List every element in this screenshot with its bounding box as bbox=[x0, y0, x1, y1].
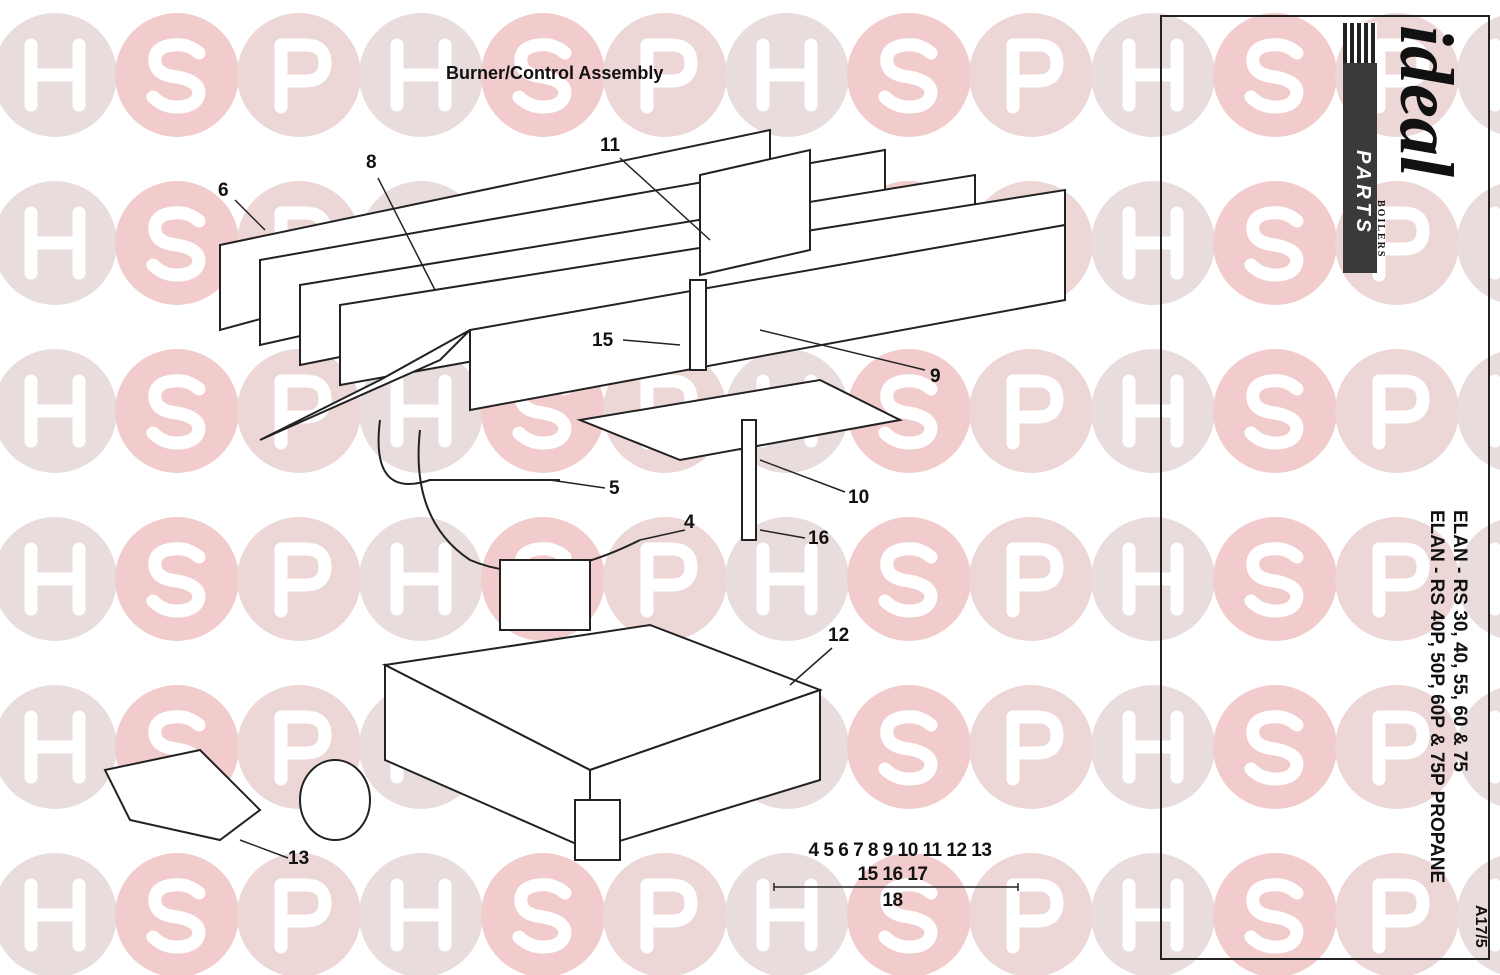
watermark-p bbox=[969, 349, 1093, 473]
watermark-s bbox=[847, 685, 971, 809]
logo-parts-bar bbox=[1343, 23, 1377, 273]
model-line-1: ELAN - RS 30, 40, 55, 60 & 75 bbox=[1449, 510, 1470, 772]
watermark-s bbox=[847, 853, 971, 975]
callout-5[interactable]: 5 bbox=[609, 478, 620, 499]
watermark-h bbox=[0, 13, 117, 137]
watermark-s bbox=[1213, 181, 1337, 305]
watermark-h bbox=[1091, 517, 1215, 641]
watermark-s bbox=[847, 13, 971, 137]
watermark-p bbox=[1335, 349, 1459, 473]
watermark-h bbox=[725, 13, 849, 137]
logo-boilers: BOILERS bbox=[1375, 200, 1386, 259]
callout-12[interactable]: 12 bbox=[828, 625, 850, 646]
drawing-reference: A17/5 bbox=[1472, 905, 1489, 948]
watermark-s bbox=[1213, 13, 1337, 137]
title-block bbox=[1160, 15, 1490, 960]
callout-9[interactable]: 9 bbox=[930, 366, 941, 387]
watermark-p bbox=[969, 853, 1093, 975]
watermark-h bbox=[359, 517, 483, 641]
watermark-s bbox=[115, 349, 239, 473]
watermark-s bbox=[115, 13, 239, 137]
watermark-p bbox=[969, 13, 1093, 137]
legend-row-2: 15 16 17 bbox=[857, 864, 928, 885]
callout-8[interactable]: 8 bbox=[366, 152, 377, 173]
valve-plug bbox=[574, 799, 621, 861]
watermark-p bbox=[603, 853, 727, 975]
watermark-h bbox=[1091, 685, 1215, 809]
watermark-s bbox=[115, 853, 239, 975]
watermark-p bbox=[1335, 517, 1459, 641]
watermark-h bbox=[1091, 349, 1215, 473]
watermark-p bbox=[237, 853, 361, 975]
watermark-h bbox=[1091, 181, 1215, 305]
pilot-bracket bbox=[576, 378, 904, 462]
valve-inlet bbox=[299, 759, 371, 841]
watermark-s bbox=[1213, 349, 1337, 473]
leader-lines bbox=[234, 157, 1019, 891]
legend-row-3: 18 bbox=[882, 890, 903, 911]
watermark-s bbox=[1213, 685, 1337, 809]
watermark-h bbox=[359, 13, 483, 137]
watermark-s bbox=[481, 853, 605, 975]
gas-inlet-flange bbox=[499, 559, 591, 631]
watermark-h bbox=[0, 181, 117, 305]
logo-stripes bbox=[1343, 23, 1377, 63]
diagram-title: Burner/Control Assembly bbox=[446, 63, 664, 83]
watermark-p bbox=[603, 517, 727, 641]
watermark-h bbox=[725, 517, 849, 641]
logo-ideal: ideal bbox=[1384, 25, 1468, 177]
callout-6[interactable]: 6 bbox=[218, 180, 229, 201]
watermark-p bbox=[969, 517, 1093, 641]
watermark-p bbox=[1335, 853, 1459, 975]
watermark-p bbox=[603, 13, 727, 137]
watermark-h bbox=[0, 685, 117, 809]
shield-plate bbox=[699, 148, 811, 277]
watermark-s bbox=[1213, 517, 1337, 641]
watermark-h bbox=[1091, 13, 1215, 137]
pipe-4 bbox=[417, 429, 641, 573]
watermark-p bbox=[237, 13, 361, 137]
callout-4[interactable]: 4 bbox=[684, 512, 695, 533]
watermark-s bbox=[1213, 853, 1337, 975]
callout-13[interactable]: 13 bbox=[288, 848, 310, 869]
watermark-s bbox=[115, 517, 239, 641]
watermark-p bbox=[237, 517, 361, 641]
watermark-s bbox=[481, 13, 605, 137]
watermark-h bbox=[0, 853, 117, 975]
burner-side-plate bbox=[259, 329, 471, 441]
watermark-h bbox=[0, 349, 117, 473]
thermocouple bbox=[741, 419, 757, 541]
model-line-2: ELAN - RS 40P, 50P, 60P & 75P PROPANE bbox=[1426, 510, 1447, 884]
pipe-5 bbox=[377, 419, 560, 485]
watermark-h bbox=[725, 853, 849, 975]
watermark-h bbox=[359, 853, 483, 975]
inlet-adaptor-13 bbox=[103, 748, 262, 842]
callout-11[interactable]: 11 bbox=[600, 135, 621, 156]
electrode bbox=[689, 279, 707, 371]
callout-10[interactable]: 10 bbox=[848, 487, 870, 508]
watermark-p bbox=[969, 685, 1093, 809]
watermark-h bbox=[0, 517, 117, 641]
legend-row-1: 4 5 6 7 8 9 10 11 12 13 bbox=[808, 840, 992, 861]
callout-16[interactable]: 16 bbox=[808, 528, 830, 549]
watermark-s bbox=[847, 517, 971, 641]
watermark-s bbox=[115, 181, 239, 305]
callout-15[interactable]: 15 bbox=[592, 330, 614, 351]
watermark-p bbox=[1335, 685, 1459, 809]
watermark-h bbox=[1091, 853, 1215, 975]
logo-parts: PARTS bbox=[1352, 150, 1374, 236]
watermark-s bbox=[847, 349, 971, 473]
